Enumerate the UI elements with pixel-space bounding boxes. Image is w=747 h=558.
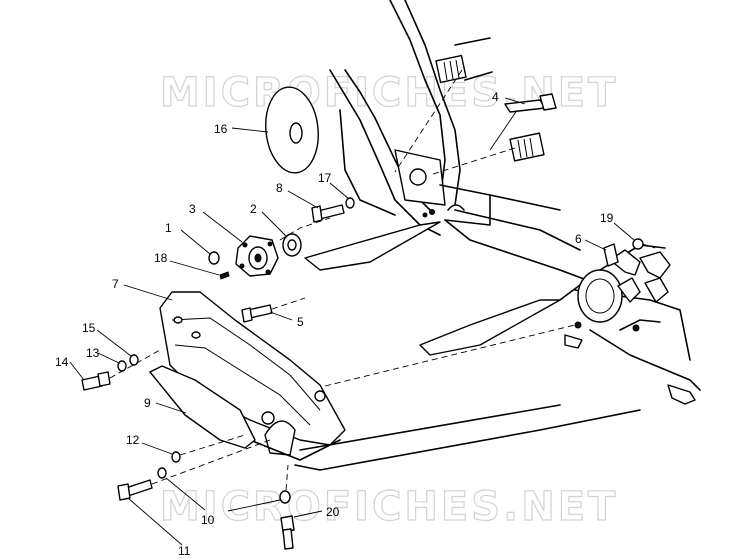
chassis-frame xyxy=(294,0,701,471)
part-19-nut xyxy=(613,222,656,250)
callout-19: 19 xyxy=(600,211,614,225)
part-14-bolt xyxy=(69,349,161,391)
part-16-disc xyxy=(231,86,319,174)
part-17-washer xyxy=(329,182,355,209)
callout-2: 2 xyxy=(250,202,257,216)
callout-10: 10 xyxy=(201,513,215,527)
part-11-bolt xyxy=(117,439,271,546)
callout-17: 17 xyxy=(318,171,332,185)
part-12-nut xyxy=(141,434,246,463)
drive-shaft xyxy=(394,37,545,176)
part-5-bolt xyxy=(241,297,306,323)
callout-11: 11 xyxy=(178,544,191,558)
callout-4: 4 xyxy=(492,90,499,104)
callout-18: 18 xyxy=(154,251,168,265)
part-6-pin xyxy=(584,239,619,267)
frame-bore-hole xyxy=(409,168,427,186)
callout-14: 14 xyxy=(55,355,69,369)
part-1-nut xyxy=(180,229,220,265)
part-9-shield xyxy=(149,365,256,449)
callout-7: 7 xyxy=(112,277,119,291)
part-15-washer xyxy=(96,329,139,366)
part-4-bolt xyxy=(504,93,557,113)
callout-6: 6 xyxy=(575,232,582,246)
callout-12: 12 xyxy=(126,433,140,447)
part-8-bolt xyxy=(287,190,345,223)
part-7-guard-cover xyxy=(123,284,346,461)
part-18-screw xyxy=(169,260,230,280)
callout-16: 16 xyxy=(214,122,228,136)
callout-9: 9 xyxy=(144,396,151,410)
callout-8: 8 xyxy=(276,181,283,195)
part-3-flange xyxy=(202,211,279,277)
callout-3: 3 xyxy=(189,202,196,216)
callout-5: 5 xyxy=(297,315,304,329)
part-20-bolt xyxy=(280,464,323,550)
callout-1: 1 xyxy=(165,221,172,235)
callout-15: 15 xyxy=(82,321,96,335)
part-2-washer xyxy=(261,211,302,257)
part-10-washer xyxy=(157,467,291,512)
watermark-bottom: MICROFICHES.NET xyxy=(160,484,618,530)
part-13-washer xyxy=(97,352,127,372)
callout-20: 20 xyxy=(326,505,340,519)
callout-13: 13 xyxy=(86,346,100,360)
